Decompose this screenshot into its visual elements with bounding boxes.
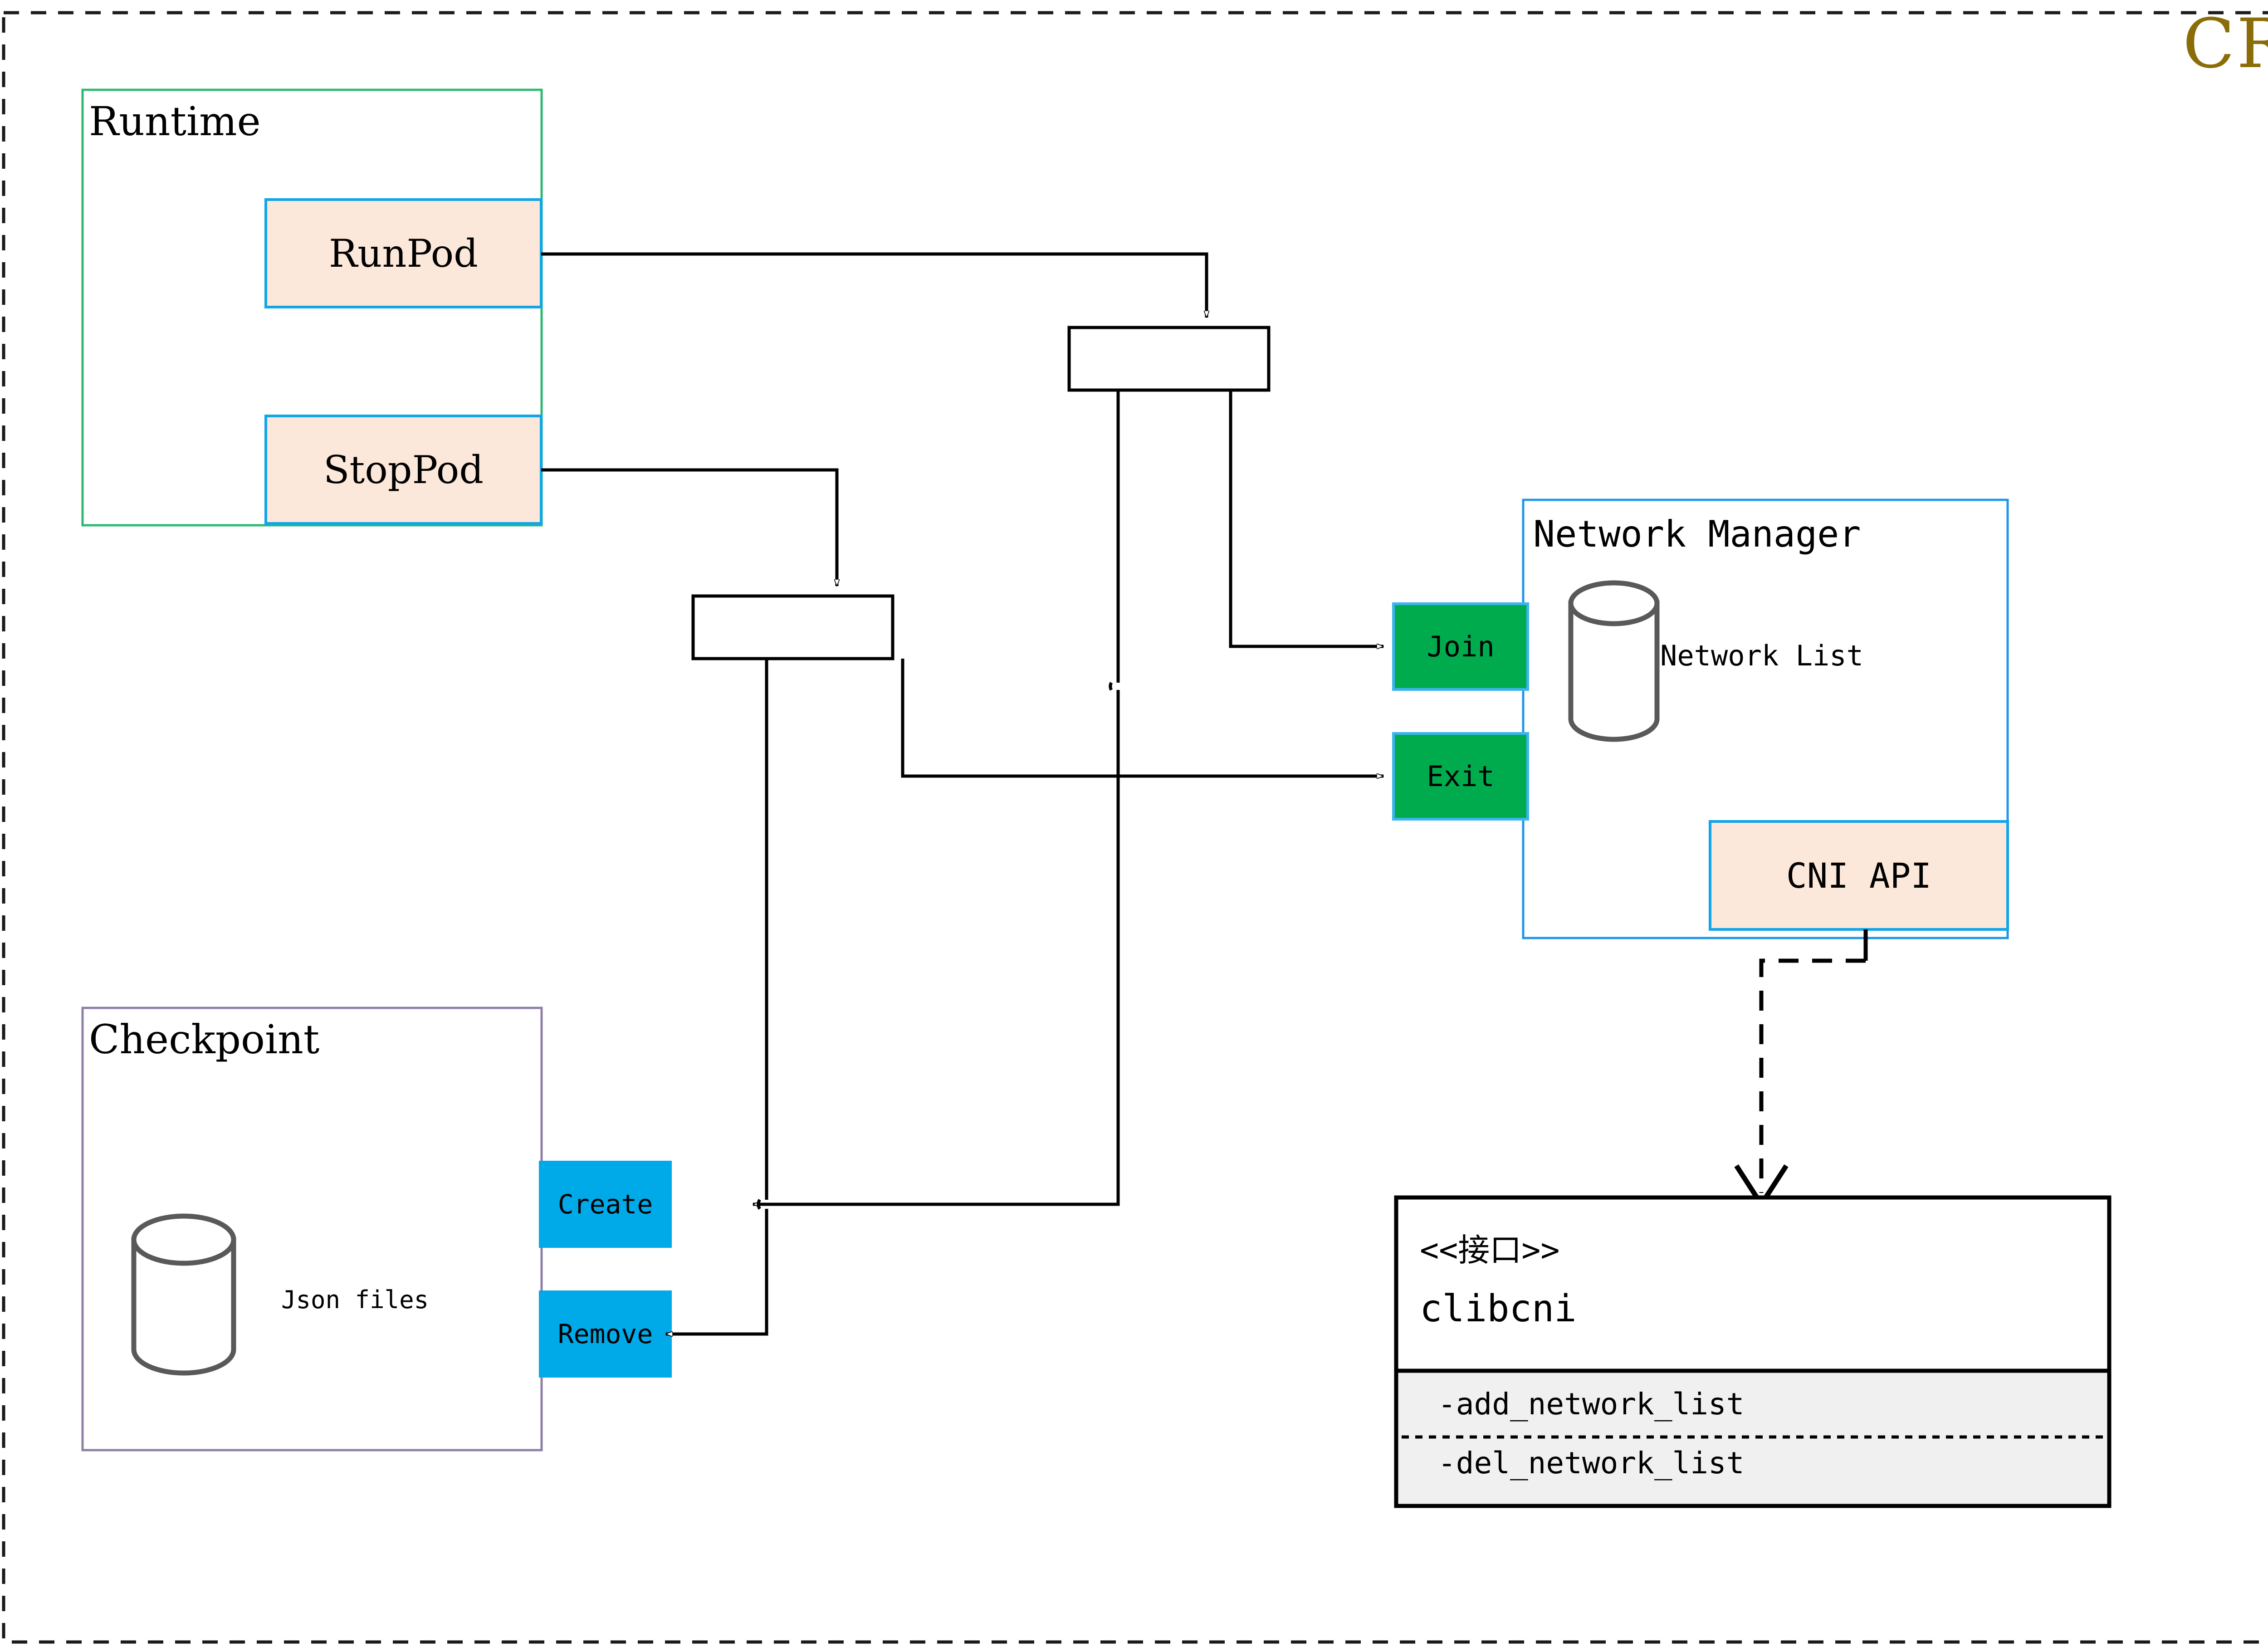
remove-box-rect: [539, 1290, 672, 1378]
create-box-rect: [539, 1161, 672, 1248]
network-manager-group-label: Network Manager: [1533, 513, 1861, 555]
exit-box-rect: [1392, 732, 1529, 821]
exit-box-label[interactable]: Exit: [1427, 760, 1495, 793]
cni-api-box-label[interactable]: CNI API: [1786, 855, 1932, 896]
json-files-label: Json files: [281, 1285, 429, 1314]
connector-junction-to-create: [753, 390, 1120, 1204]
connector-runpod-to-junction: [541, 252, 1207, 318]
join-box-rect: [1392, 602, 1529, 691]
json-files-cylinder: [131, 1213, 236, 1376]
line-hop-exit-over-vertical: [1109, 682, 1113, 691]
connector-junction-to-join: [1229, 390, 1383, 646]
runpod-junction-rect: [1067, 326, 1271, 392]
remove-box-label[interactable]: Remove: [557, 1319, 653, 1349]
connector-stoppod-to-junction: [541, 468, 837, 586]
clibcni-method-del: -del_network_list: [1438, 1445, 1745, 1481]
stoppod-box-label[interactable]: StopPod: [323, 447, 484, 492]
line-hop-create-over-vertical: [757, 1198, 761, 1210]
create-box-label[interactable]: Create: [557, 1189, 653, 1220]
clibcni-stereotype-label: <<接口>>: [1420, 1231, 1560, 1269]
join-box-label[interactable]: Join: [1427, 630, 1495, 663]
connector-junction-to-exit: [901, 659, 1383, 776]
cni-api-box-rect: [1709, 820, 2009, 931]
network-list-cylinder: [1568, 580, 1660, 742]
outer-dashed-frame: [2, 11, 2268, 1644]
runpod-box-rect: [264, 198, 543, 308]
network-manager-group-rect: [1522, 498, 2009, 939]
network-list-label: Network List: [1660, 639, 1863, 672]
clibcni-name-label: clibcni: [1420, 1287, 1577, 1330]
stoppod-junction-rect: [691, 594, 894, 660]
stoppod-box-rect: [264, 415, 543, 525]
checkpoint-group-label: Checkpoint: [89, 1016, 320, 1063]
runpod-box-label[interactable]: RunPod: [329, 231, 478, 276]
clibcni-method-add: -add_network_list: [1438, 1386, 1745, 1422]
connector-junction-to-remove: [666, 659, 768, 1334]
page-title: CRI: [2183, 5, 2268, 83]
connector-cniapi-to-clibcni: [1759, 958, 1866, 1193]
runtime-group-label: Runtime: [89, 98, 261, 145]
